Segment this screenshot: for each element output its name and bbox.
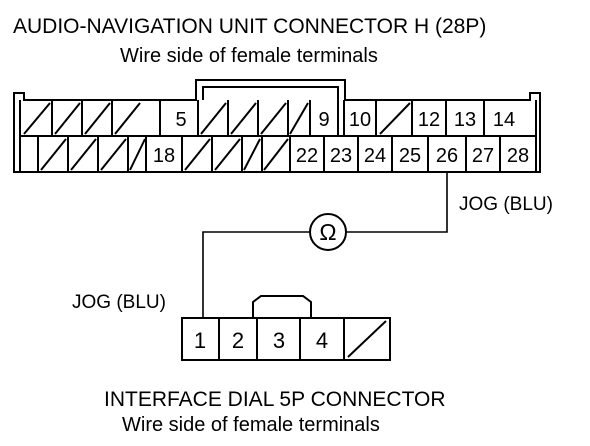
connector-h-row1-dividers (19, 100, 537, 136)
pin-label: 22 (296, 145, 318, 167)
pin-label: 27 (472, 145, 494, 167)
connector-h-subtitle: Wire side of female terminals (120, 45, 378, 67)
pin-label: 3 (273, 328, 285, 353)
connector-h-row1-empty-marks (23, 102, 411, 135)
dial-connector (181, 295, 391, 361)
connector-h-row2-empty-marks (40, 138, 289, 171)
pin-label: 1 (194, 328, 206, 353)
connector-h-row2-pins: 18 22 23 24 25 26 27 28 (153, 145, 529, 167)
dial-connector-pins: 1 2 3 4 (194, 328, 328, 353)
pin-label: 14 (493, 109, 515, 131)
wire-label-jog-bottom: JOG (BLU) (72, 292, 166, 313)
test-leads (202, 172, 448, 318)
connector-h-title: AUDIO-NAVIGATION UNIT CONNECTOR H (28P) (13, 15, 486, 38)
pin-label: 9 (318, 109, 329, 131)
pin-label: 5 (175, 109, 186, 131)
pin-label: 12 (418, 109, 440, 131)
pin-label: 25 (399, 145, 421, 167)
ohmmeter-icon: Ω (309, 213, 347, 251)
ohm-symbol: Ω (319, 219, 336, 245)
wire-label-jog-top: JOG (BLU) (459, 194, 553, 215)
dial-connector-subtitle: Wire side of female terminals (122, 414, 380, 436)
pin-label: 4 (316, 328, 328, 353)
pin-label: 23 (330, 145, 352, 167)
pin-label: 10 (349, 109, 371, 131)
connector-h-row1-pins: 5 9 10 12 13 14 (175, 109, 515, 131)
dial-connector-title: INTERFACE DIAL 5P CONNECTOR (104, 388, 446, 411)
pin-label: 24 (364, 145, 386, 167)
pin-label: 28 (507, 145, 529, 167)
pin-label: 18 (153, 145, 175, 167)
pin-label: 13 (454, 109, 476, 131)
pin-label: 26 (436, 145, 458, 167)
connector-h-row2-dividers (19, 136, 537, 172)
connector-h (13, 79, 541, 173)
pin-label: 2 (232, 328, 244, 353)
